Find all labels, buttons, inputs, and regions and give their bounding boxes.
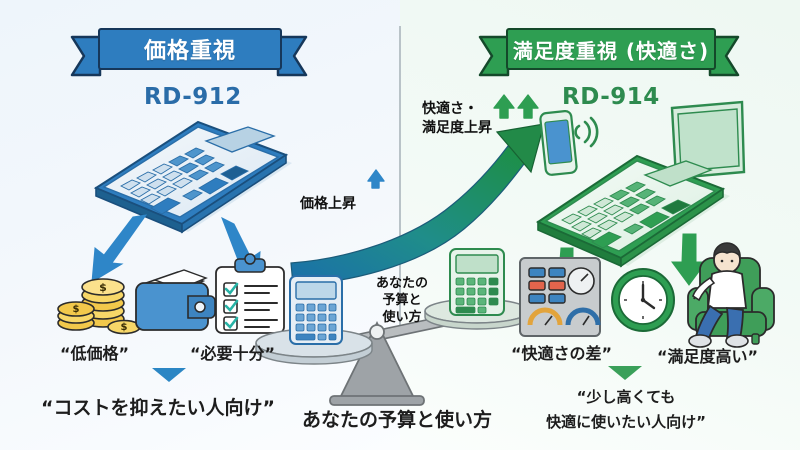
- model-code-right: RD-914: [562, 84, 660, 110]
- tablet-icon: [670, 100, 746, 184]
- mini-calculator-blue-icon: [289, 275, 343, 345]
- caption-high-satisfaction: “満足度高い”: [657, 347, 759, 366]
- coins-icon: $ $ $: [57, 278, 141, 335]
- caption-low-price: “低価格”: [60, 344, 130, 363]
- rising-curved-arrow-icon: [290, 123, 545, 286]
- clock-icon: [611, 268, 675, 332]
- smartphone-wifi-icon: [539, 109, 599, 176]
- scale-overlay-line2: 予算と: [382, 293, 422, 308]
- caption-scale: あなたの予算と使い方: [302, 409, 493, 431]
- caption-comfort-difference: “快適さの差”: [511, 344, 613, 363]
- comfort-rise-line2: 満足度上昇: [422, 120, 492, 136]
- scale-overlay-line1: あなたの: [375, 276, 428, 291]
- caption-conclusion-right: “少し高くても 快適に使いたい人向け”: [510, 385, 742, 435]
- ribbon-banner-left: 価格重視: [70, 28, 310, 77]
- arrow-up-green-icon: [493, 94, 539, 119]
- caption-conclusion-right-line1: “少し高くても: [576, 388, 676, 406]
- comfort-rise-label: 快適さ・ 満足度上昇: [422, 100, 492, 138]
- triangle-down-icon-left: [152, 368, 186, 382]
- svg-text:$: $: [73, 304, 80, 315]
- arrow-up-blue-icon: [367, 169, 385, 189]
- control-panel-icon: [519, 257, 601, 337]
- background-left-panel: [0, 0, 400, 450]
- ribbon-tail-left-icon: [70, 35, 102, 77]
- scale-overlay-text: あなたの 予算と 使い方: [366, 275, 438, 326]
- scale-overlay-line3: 使い方: [382, 310, 422, 325]
- model-code-left: RD-912: [144, 84, 242, 110]
- calculator-icon-left: [93, 120, 292, 234]
- wallet-icon: [135, 269, 216, 331]
- price-rise-label: 価格上昇: [300, 196, 356, 212]
- comfort-rise-line1: 快適さ・: [422, 101, 478, 117]
- triangle-down-icon-right: [608, 366, 642, 380]
- ribbon-tail-left-icon: [478, 35, 510, 77]
- mini-calculator-green-icon: [449, 248, 505, 316]
- caption-conclusion-right-line2: 快適に使いたい人向け”: [546, 413, 706, 431]
- svg-text:$: $: [99, 281, 107, 294]
- ribbon-banner-right: 満足度重視 (快適さ): [478, 28, 740, 77]
- checklist-icon: [215, 253, 285, 334]
- vertical-divider: [399, 26, 401, 331]
- ribbon-plate-left: 価格重視: [98, 28, 282, 70]
- ribbon-plate-right: 満足度重視 (快適さ): [506, 28, 716, 70]
- ribbon-label-left: 価格重視: [143, 39, 236, 64]
- calculator-icon-right: [535, 154, 730, 268]
- arrow-down-right-green-icon: [671, 233, 707, 286]
- caption-conclusion-left: “コストを抑えたい人向け”: [41, 397, 275, 419]
- ribbon-tail-right-icon: [276, 35, 308, 77]
- ribbon-label-right: 満足度重視 (快適さ): [512, 38, 710, 63]
- relaxing-person-icon: [687, 242, 775, 348]
- svg-text:$: $: [121, 322, 128, 333]
- arrow-down-left-blue-icon: [91, 214, 148, 283]
- caption-sufficient: “必要十分”: [190, 344, 276, 363]
